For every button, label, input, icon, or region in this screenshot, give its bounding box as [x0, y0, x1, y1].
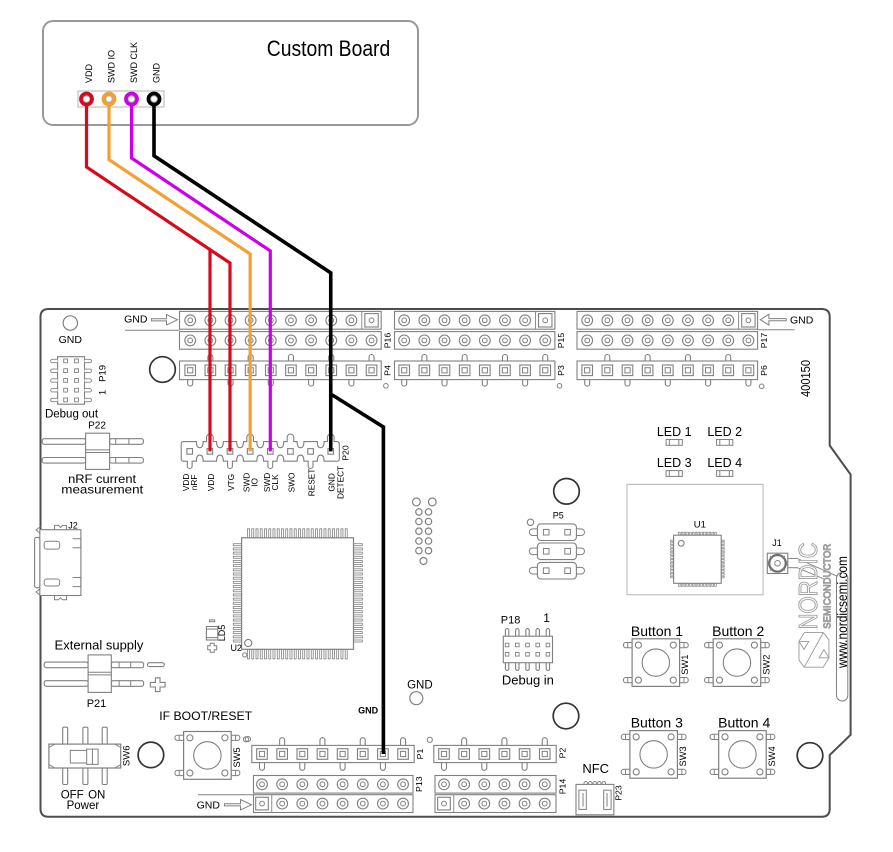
- svg-text:VDD: VDD: [181, 474, 191, 492]
- svg-text:IF BOOT/RESET: IF BOOT/RESET: [159, 709, 252, 723]
- svg-text:P15: P15: [556, 333, 566, 349]
- svg-text:ON: ON: [88, 789, 105, 801]
- svg-text:400150: 400150: [799, 360, 813, 397]
- svg-text:measurement: measurement: [61, 483, 144, 497]
- svg-text:NFC: NFC: [582, 761, 609, 776]
- svg-text:Button 1: Button 1: [631, 623, 683, 639]
- svg-text:GND: GND: [151, 63, 161, 84]
- svg-text:P3: P3: [556, 365, 566, 376]
- svg-text:GND: GND: [358, 706, 379, 716]
- svg-text:P17: P17: [759, 333, 769, 349]
- svg-text:P14: P14: [558, 779, 568, 795]
- svg-text:P6: P6: [759, 365, 769, 376]
- svg-text:Power: Power: [67, 800, 100, 812]
- svg-text:SW3: SW3: [678, 746, 688, 766]
- svg-text:SEMICONDUCTOR: SEMICONDUCTOR: [822, 543, 834, 628]
- svg-text:P1: P1: [415, 749, 425, 760]
- svg-text:SWD: SWD: [242, 473, 252, 492]
- svg-text:LED 4: LED 4: [707, 456, 742, 470]
- svg-text:GND: GND: [59, 334, 83, 346]
- svg-text:RESET: RESET: [307, 469, 317, 497]
- svg-text:SW5: SW5: [232, 747, 242, 767]
- svg-text:www.nordicsemi.com: www.nordicsemi.com: [835, 556, 850, 669]
- svg-text:LED 2: LED 2: [707, 425, 742, 439]
- svg-text:Debug in: Debug in: [502, 673, 554, 688]
- svg-text:P18: P18: [501, 615, 521, 627]
- svg-text:P22: P22: [88, 421, 106, 432]
- svg-text:SWD: SWD: [262, 473, 272, 492]
- svg-text:nRF: nRF: [189, 475, 199, 491]
- svg-text:LED 1: LED 1: [657, 425, 692, 439]
- svg-text:P23: P23: [613, 785, 623, 801]
- svg-text:GND: GND: [327, 473, 337, 491]
- svg-text:VDD: VDD: [206, 474, 216, 492]
- svg-text:1 P19: 1 P19: [98, 365, 109, 395]
- svg-text:GND: GND: [407, 679, 433, 691]
- svg-text:P21: P21: [87, 698, 107, 710]
- svg-text:CLK: CLK: [270, 474, 280, 491]
- svg-text:SW1: SW1: [680, 655, 690, 675]
- svg-text:nRF current: nRF current: [68, 472, 137, 486]
- svg-text:U1: U1: [694, 519, 706, 530]
- svg-text:Button 3: Button 3: [631, 715, 683, 731]
- svg-text:J2: J2: [68, 521, 78, 531]
- svg-text:GND: GND: [790, 314, 814, 326]
- svg-text:LD5: LD5: [217, 625, 227, 642]
- svg-text:IO: IO: [250, 477, 260, 486]
- svg-text:SWD CLK: SWD CLK: [129, 42, 139, 83]
- svg-text:J1: J1: [772, 538, 782, 548]
- svg-text:P16: P16: [383, 333, 393, 349]
- svg-text:P20: P20: [341, 445, 351, 461]
- svg-text:SW6: SW6: [122, 746, 133, 767]
- svg-text:GND: GND: [197, 800, 221, 812]
- svg-text:P2: P2: [558, 748, 568, 759]
- svg-text:SW4: SW4: [767, 746, 777, 766]
- svg-text:P4: P4: [383, 365, 393, 376]
- svg-text:Debug out: Debug out: [45, 409, 99, 421]
- svg-text:SW2: SW2: [761, 655, 771, 675]
- svg-text:Button 4: Button 4: [718, 715, 770, 731]
- svg-text:SWD IO: SWD IO: [106, 50, 116, 83]
- svg-text:VTG: VTG: [226, 474, 236, 491]
- svg-text:DETECT: DETECT: [335, 466, 345, 499]
- svg-text:GND: GND: [124, 314, 148, 326]
- svg-text:1: 1: [543, 611, 550, 625]
- svg-text:U2: U2: [230, 643, 242, 653]
- svg-text:P5: P5: [553, 510, 564, 520]
- svg-text:LED 3: LED 3: [657, 456, 692, 470]
- svg-text:OFF: OFF: [61, 789, 84, 801]
- svg-text:P13: P13: [414, 776, 424, 792]
- svg-text:NORDIC: NORDIC: [793, 542, 823, 629]
- svg-text:VDD: VDD: [84, 63, 94, 83]
- svg-text:Custom Board: Custom Board: [267, 36, 391, 61]
- svg-text:External supply: External supply: [55, 638, 144, 653]
- svg-text:SWO: SWO: [286, 472, 296, 492]
- svg-text:Button 2: Button 2: [712, 623, 764, 639]
